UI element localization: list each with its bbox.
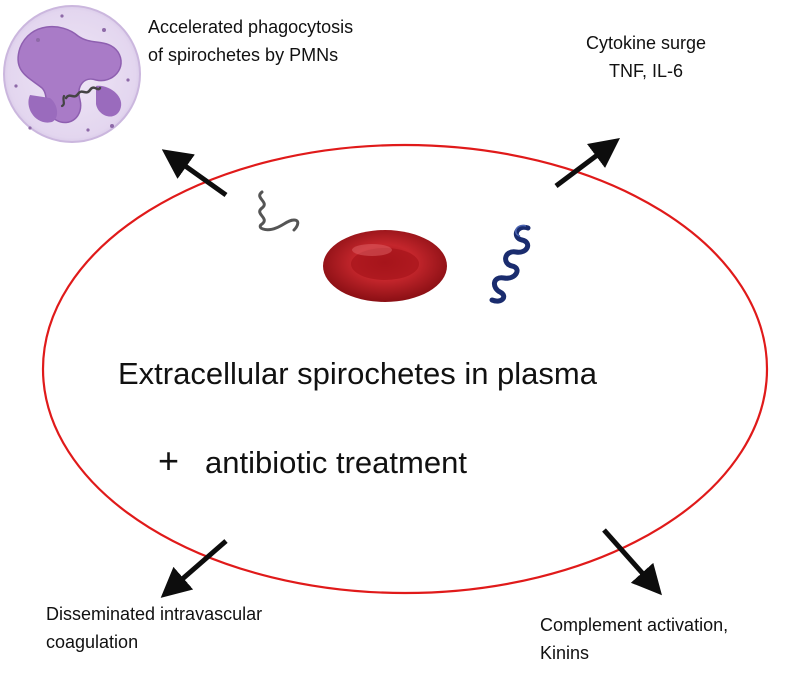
label-line: Accelerated phagocytosis: [148, 17, 354, 37]
label-line: Disseminated intravascular: [46, 604, 263, 624]
center-title: Extracellular spirochetes in plasma: [118, 356, 597, 391]
label-line: Kinins: [540, 642, 590, 663]
center-subtitle: antibiotic treatment: [205, 445, 467, 480]
label-line: TNF, IL-6: [608, 60, 683, 81]
label-cytokine: Cytokine surge TNF, IL-6: [583, 30, 709, 86]
arrow-cytokine: [554, 138, 620, 188]
spirochete-icon: [258, 190, 300, 232]
center-subtitle-row: + antibiotic treatment: [158, 440, 467, 482]
arrow-phagocytosis: [161, 149, 228, 198]
coiled-spirochete-icon: [489, 224, 531, 304]
red-blood-cell-icon: [323, 230, 447, 302]
label-line: Cytokine surge: [585, 33, 707, 53]
plus-sign: +: [158, 440, 180, 481]
label-line: coagulation: [46, 631, 139, 652]
label-phagocytosis: Accelerated phagocytosis of spirochetes …: [148, 14, 353, 70]
label-dic: Disseminated intravascular coagulation: [46, 601, 262, 657]
label-line: Complement activation,: [540, 615, 729, 635]
arrow-dic: [160, 539, 228, 598]
neutrophil-icon: [3, 5, 141, 143]
label-line: of spirochetes by PMNs: [148, 44, 339, 65]
label-complement: Complement activation, Kinins: [540, 612, 728, 668]
plasma-ellipse: [41, 143, 769, 595]
arrow-complement: [602, 528, 662, 596]
